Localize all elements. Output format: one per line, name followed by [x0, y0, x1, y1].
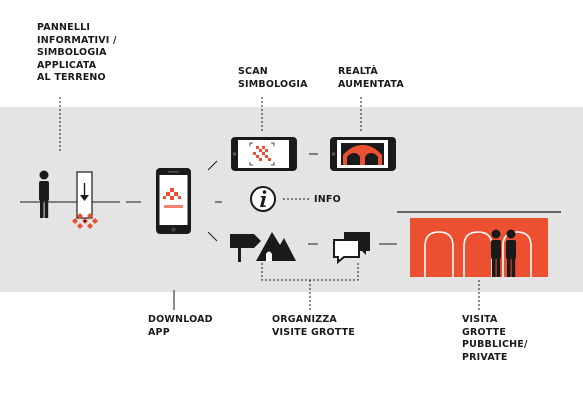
qr-scan-phone-icon [231, 137, 297, 171]
cave-arches-icon [397, 211, 561, 277]
download-label: DOWNLOAD APP [148, 314, 213, 338]
scan-label: SCAN SIMBOLOGIA [238, 66, 308, 90]
visit-label: VISITA GROTTE PUBBLICHE/ PRIVATE [462, 314, 528, 363]
organize-label: ORGANIZZA VISITE GROTTE [272, 314, 355, 338]
connector-lines [20, 97, 480, 312]
mountain-icon [256, 232, 296, 261]
info-icon [250, 186, 276, 212]
info-label: INFO [314, 194, 341, 205]
phone-to-trip-line [207, 231, 218, 242]
chat-bubbles-icon [333, 232, 370, 265]
smartphone-icon [156, 168, 191, 234]
panels-label: PANNELLI INFORMATIVI / SIMBOLOGIA APPLIC… [37, 22, 117, 83]
floor-symbol-icon [72, 213, 98, 229]
visitors-icon [491, 229, 516, 277]
ar-phone-icon [330, 137, 396, 171]
person-icon [39, 170, 49, 218]
phone-to-scan-line [207, 160, 218, 171]
ar-label: REALTÀ AUMENTATA [338, 66, 404, 90]
sign-post-icon [76, 171, 93, 219]
organize-bracket [261, 263, 359, 281]
signpost-arrow-icon [230, 234, 261, 262]
